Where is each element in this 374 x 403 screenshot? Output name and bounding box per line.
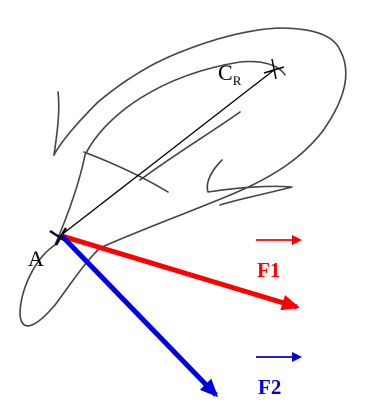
blade-inner-bottom — [54, 154, 86, 246]
point-a-label: A — [28, 246, 44, 271]
center-label-subscript: R — [233, 73, 242, 88]
blade-inner-curve — [139, 111, 241, 181]
cr-cross-mark — [263, 58, 285, 80]
force-2-arrow — [60, 234, 219, 398]
blade-body-outline — [19, 27, 347, 327]
blade-outline — [19, 27, 347, 327]
center-rotation-label: CR — [218, 60, 242, 88]
blade-tail-left — [53, 91, 60, 156]
force-2-label: F2 — [258, 375, 281, 399]
center-label-main: C — [218, 60, 233, 85]
blade-crosscut — [83, 151, 169, 193]
blade-inner-top — [84, 60, 286, 156]
force-1-arrow — [61, 233, 300, 311]
force-1-label: F1 — [257, 258, 280, 282]
blade-lower-flap — [206, 159, 293, 206]
a-to-cr-line — [59, 69, 275, 237]
